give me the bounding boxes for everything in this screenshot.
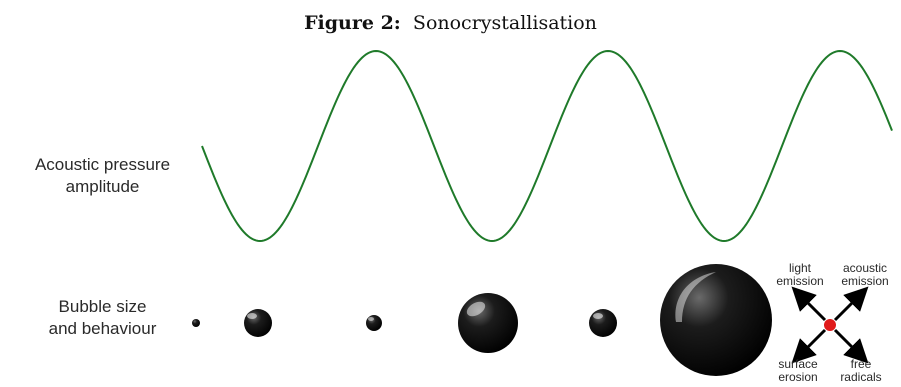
acoustic-pressure-label: Acoustic pressure amplitude [0, 154, 205, 198]
bubble-6 [660, 264, 772, 376]
acoustic-pressure-label-line1: Acoustic pressure [34, 155, 171, 174]
bubble-1 [192, 319, 200, 327]
bubble-size-label-line1: Bubble size [58, 297, 147, 316]
acoustic-emission-line1: acoustic [842, 261, 888, 275]
figure-label: Figure 2: [304, 12, 401, 34]
figure-title-text: Sonocrystallisation [412, 12, 597, 34]
bubble-2-highlight [247, 313, 257, 319]
figure-title: Figure 2: Sonocrystallisation [0, 12, 901, 34]
bubble-size-label-line2: and behaviour [48, 319, 157, 338]
bubble-4-highlight [466, 301, 486, 317]
acoustic-emission-label: acoustic emission [830, 262, 900, 288]
light-emission-line2: emission [776, 274, 824, 288]
arrow-acoustic-emission [833, 286, 869, 322]
arrow-free-radicals [833, 328, 869, 364]
bubble-3 [366, 315, 382, 331]
bubble-4 [458, 293, 518, 353]
bubble-2 [244, 309, 272, 337]
bubble-5-highlight [593, 313, 603, 319]
acoustic-emission-line2: emission [841, 274, 889, 288]
bubble-3-highlight [368, 317, 374, 321]
bubble-row [192, 264, 772, 376]
free-radicals-line1: free [850, 357, 872, 371]
surface-erosion-line2: erosion [778, 370, 818, 384]
bubble-6-highlight [675, 272, 716, 322]
arrow-light-emission [791, 286, 827, 322]
light-emission-line1: light [788, 261, 811, 275]
surface-erosion-label: surface erosion [763, 358, 833, 384]
arrow-surface-erosion [791, 328, 827, 364]
collapse-point [824, 319, 836, 331]
bubble-collapse [791, 286, 869, 364]
acoustic-pressure-wave [201, 49, 893, 243]
free-radicals-label: free radicals [826, 358, 896, 384]
bubble-size-label: Bubble size and behaviour [0, 296, 205, 340]
light-emission-label: light emission [765, 262, 835, 288]
surface-erosion-line1: surface [778, 357, 818, 371]
free-radicals-line2: radicals [840, 370, 882, 384]
bubble-5 [589, 309, 617, 337]
acoustic-pressure-label-line2: amplitude [65, 177, 140, 196]
